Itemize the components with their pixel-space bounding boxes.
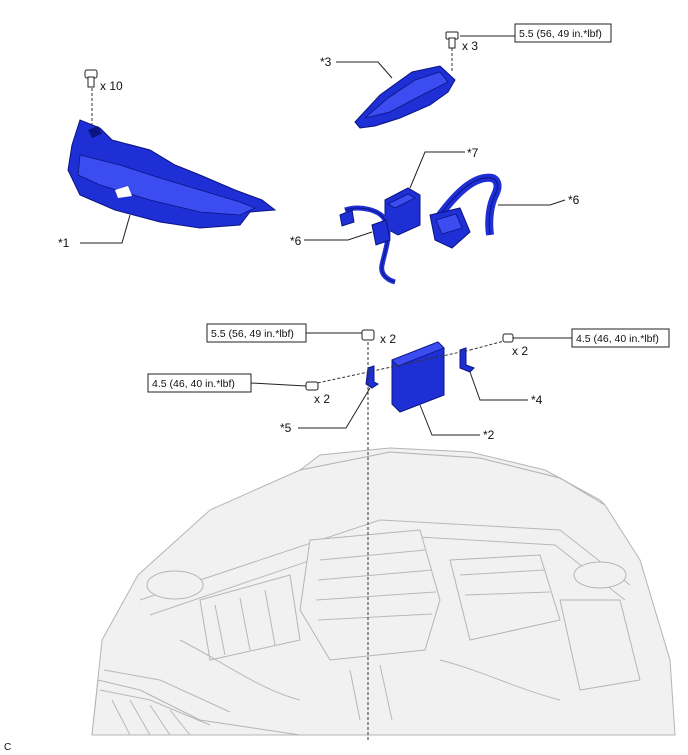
bolt-icon-right <box>502 333 514 343</box>
part-6-wire-harness-right <box>429 173 502 249</box>
leader-part-2 <box>419 404 480 436</box>
torque-ecu: 5.5 (56, 49 in.*lbf) <box>211 328 294 340</box>
leader-part-6-right <box>498 199 566 206</box>
figure-code: C <box>4 742 11 753</box>
clip-icon <box>84 69 98 128</box>
part-1-cover <box>67 119 277 229</box>
bolt-icon <box>445 31 459 72</box>
part-7-relay-block <box>384 187 421 236</box>
ecu-nut-quantity: x 2 <box>380 332 396 346</box>
callout-part-3: *3 <box>320 55 332 69</box>
part-6-wire-harness-left <box>339 205 396 285</box>
callout-part-6-left: *6 <box>290 234 302 248</box>
part-3-cover <box>354 65 456 129</box>
clip-quantity: x 10 <box>100 79 123 93</box>
torque-cover3: 5.5 (56, 49 in.*lbf) <box>519 28 602 40</box>
leader-part-5 <box>298 387 371 429</box>
part-4-bracket <box>459 347 475 373</box>
leader-part-4 <box>469 371 528 401</box>
callout-part-5: *5 <box>280 421 292 435</box>
leader-part-7 <box>409 151 465 189</box>
part-2-ecu <box>391 341 445 413</box>
torque-box-right <box>571 328 670 348</box>
mount-line-left <box>307 349 471 386</box>
leader-part-6-left <box>304 231 373 241</box>
callout-part-6-right: *6 <box>568 193 580 207</box>
engine-bay-illustration <box>91 447 676 736</box>
cover3-bolt-quantity: x 3 <box>462 39 478 53</box>
torque-box-left <box>147 373 252 393</box>
leader-torque-left <box>250 382 307 387</box>
callout-part-4: *4 <box>531 393 543 407</box>
torque-left: 4.5 (46, 40 in.*lbf) <box>152 378 235 390</box>
torque-box-ecu <box>206 323 307 343</box>
torque-right: 4.5 (46, 40 in.*lbf) <box>576 333 659 345</box>
right-bolt-quantity: x 2 <box>512 344 528 358</box>
callout-part-1: *1 <box>58 236 70 250</box>
callout-part-7: *7 <box>467 146 479 160</box>
leader-part-3 <box>336 61 393 79</box>
left-bolt-quantity: x 2 <box>314 392 330 406</box>
callout-part-2: *2 <box>483 428 495 442</box>
leader-part-1 <box>80 214 131 244</box>
mount-line-right <box>469 339 509 351</box>
torque-box-cover3 <box>514 23 612 43</box>
bolt-icon-left <box>305 381 319 391</box>
nut-icon <box>361 329 375 341</box>
